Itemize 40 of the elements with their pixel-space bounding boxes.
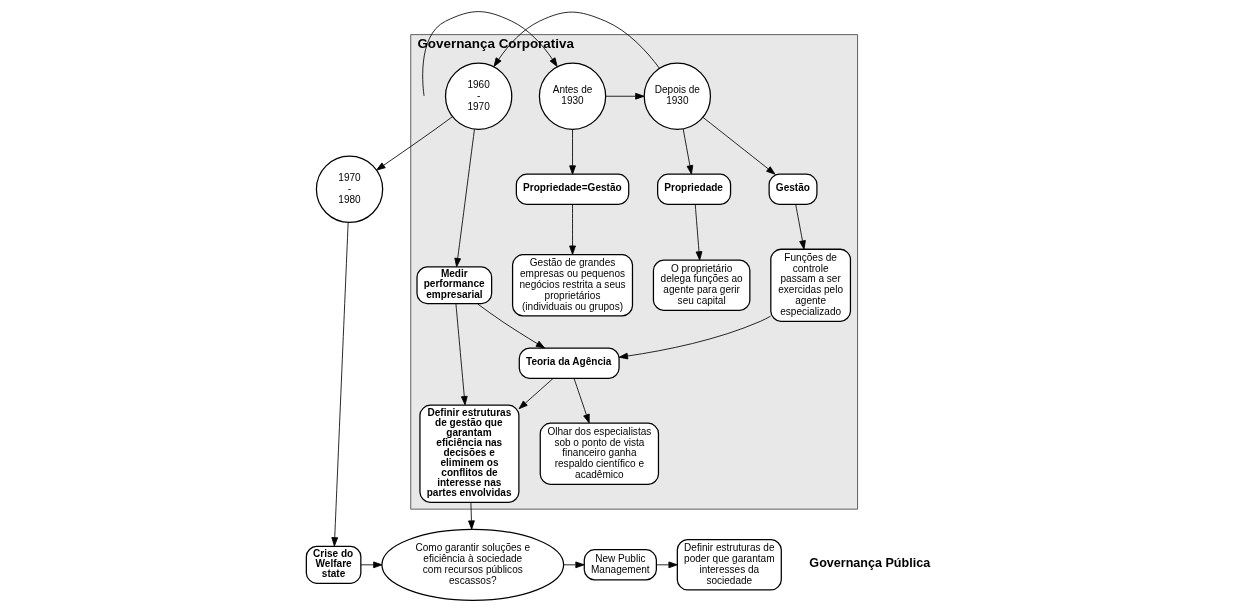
arrow <box>493 11 660 69</box>
node-ellipse: Como garantir soluções e eficiência à sociedade com recursos públicos escassos? <box>380 528 564 601</box>
arrow <box>455 303 468 406</box>
arrow <box>618 315 771 360</box>
arrow <box>655 561 678 569</box>
arrow <box>330 222 349 547</box>
node-box: Crise do Welfare state <box>305 545 361 584</box>
arrow <box>375 116 453 171</box>
arrow <box>568 204 576 255</box>
node-box: Funções de controle passam a ser exercidas pelo agente especializado <box>769 248 851 322</box>
arrow <box>702 116 775 175</box>
node-box: O proprietário delega funções ao agente para gerir seu capital <box>652 259 750 312</box>
node-box: Medir performance empresarial <box>415 266 492 305</box>
arrow <box>476 303 545 349</box>
arrow <box>682 128 693 175</box>
arrow <box>604 92 644 100</box>
node-box: New Public Management <box>583 549 657 581</box>
node-box: Olhar dos especialistas sob o ponto de vista financeiro ganha respaldo científico e acadêmico <box>539 422 659 486</box>
node-box: Propriedade <box>656 173 731 205</box>
arrow <box>421 11 558 97</box>
arrow <box>794 204 806 250</box>
node-circle: 1970 - 1980 <box>315 155 383 224</box>
node-box: Propriedade=Gestão <box>515 173 629 205</box>
arrow <box>568 129 576 175</box>
arrow <box>694 204 702 261</box>
node-box: Gestão <box>768 173 818 205</box>
node-box: Gestão de grandes empresas ou pequenos negócios restrita a seus proprietários (individuais ou grupos) <box>511 254 633 317</box>
node-box: Definir estruturas de poder que garantam interesses da sociedade <box>676 539 782 591</box>
arrow <box>518 377 554 410</box>
node-circle: 1960 - 1970 <box>444 62 512 130</box>
node-circle: Depois de 1930 <box>643 62 711 130</box>
label: Governança Pública <box>808 555 930 570</box>
node-box: Teoria da Agência <box>518 347 620 379</box>
arrow <box>360 561 382 569</box>
arrow <box>573 377 590 424</box>
node-circle: Antes de 1930 <box>538 62 606 130</box>
node-box: Definir estruturas de gestão que garantam eficiência nas decisões e eliminem os conflitos de interesse nas partes envolvidas <box>418 404 519 504</box>
arrow <box>453 128 475 268</box>
arrow <box>467 502 475 530</box>
arrow <box>562 561 585 569</box>
